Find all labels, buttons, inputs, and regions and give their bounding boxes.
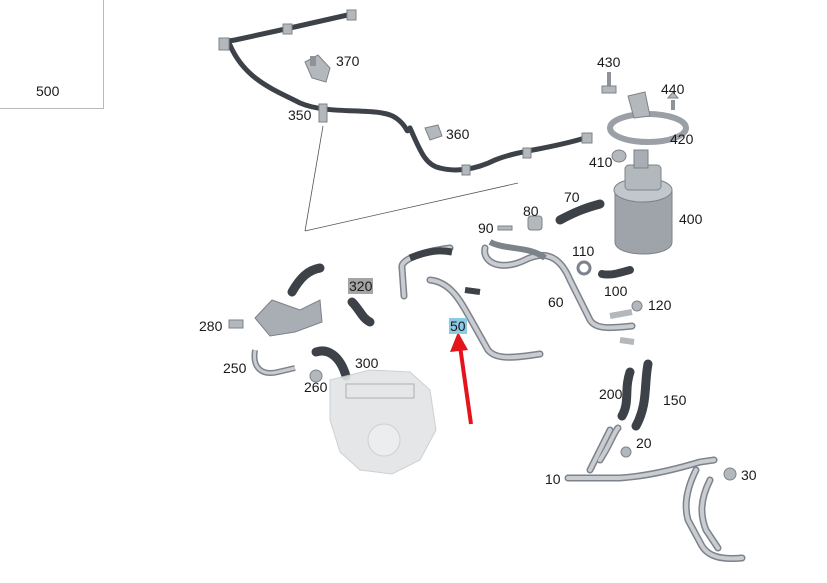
clip-part-120[interactable] [631, 300, 643, 312]
hose-part-100[interactable] [598, 266, 634, 279]
callout-360[interactable]: 360 [446, 126, 470, 142]
callout-100[interactable]: 100 [604, 283, 628, 299]
nut-part-30[interactable] [723, 467, 737, 481]
callout-10[interactable]: 10 [545, 471, 561, 487]
screw-part-90[interactable] [497, 225, 513, 231]
callout-280[interactable]: 280 [199, 318, 223, 334]
callout-110[interactable]: 110 [572, 243, 595, 259]
callout-150[interactable]: 150 [663, 392, 687, 408]
callout-440[interactable]: 440 [661, 81, 685, 97]
callout-70[interactable]: 70 [564, 189, 580, 205]
callout-80[interactable]: 80 [523, 203, 539, 219]
bolt-part-430[interactable] [601, 72, 617, 94]
callout-320[interactable]: 320 [348, 278, 374, 294]
callout-20[interactable]: 20 [636, 435, 652, 451]
fuel-filter-part-400[interactable] [613, 149, 673, 255]
callout-90[interactable]: 90 [478, 220, 494, 236]
callout-500[interactable]: 500 [36, 83, 60, 99]
callout-260[interactable]: 260 [304, 379, 328, 395]
callout-350[interactable]: 350 [288, 107, 312, 123]
metal-line-part-50[interactable] [398, 244, 544, 361]
metal-line-part-60[interactable] [481, 239, 636, 345]
callout-120[interactable]: 120 [648, 297, 672, 313]
inset-box-500 [0, 0, 104, 109]
clamp-part-80[interactable] [527, 215, 543, 231]
callout-50[interactable]: 50 [449, 318, 467, 334]
metal-line-part-10[interactable] [564, 424, 746, 562]
callout-250[interactable]: 250 [223, 360, 247, 376]
bracket-part-370[interactable] [304, 54, 331, 83]
bracket-part-280[interactable] [228, 263, 325, 337]
hose-part-300[interactable] [311, 346, 351, 381]
bolt-part-440[interactable] [666, 91, 680, 110]
filter-bracket-part-420[interactable] [607, 91, 689, 145]
high-pressure-pump-faded [329, 369, 437, 475]
hose-part-150[interactable] [631, 359, 653, 431]
hose-part-200[interactable] [617, 367, 635, 421]
callout-410[interactable]: 410 [589, 154, 613, 170]
clip-part-360[interactable] [424, 124, 443, 141]
callout-300[interactable]: 300 [355, 355, 379, 371]
clamp-part-110[interactable] [576, 260, 592, 276]
callout-60[interactable]: 60 [548, 294, 564, 310]
clip-part-20[interactable] [620, 446, 632, 458]
nut-part-410[interactable] [611, 149, 627, 163]
callout-420[interactable]: 420 [670, 131, 694, 147]
pointer-arrow-icon [450, 332, 473, 425]
fitting-part-260[interactable] [309, 369, 323, 383]
callout-370[interactable]: 370 [336, 53, 360, 69]
metal-line-part-250[interactable] [251, 349, 296, 376]
return-line-hose-350[interactable] [218, 9, 593, 176]
hose-part-70[interactable] [555, 199, 605, 225]
callout-30[interactable]: 30 [741, 467, 757, 483]
hose-part-320[interactable] [347, 297, 375, 327]
callout-400[interactable]: 400 [679, 211, 703, 227]
callout-200[interactable]: 200 [599, 386, 623, 402]
callout-430[interactable]: 430 [597, 54, 621, 70]
callout-leader-350 [304, 125, 519, 232]
